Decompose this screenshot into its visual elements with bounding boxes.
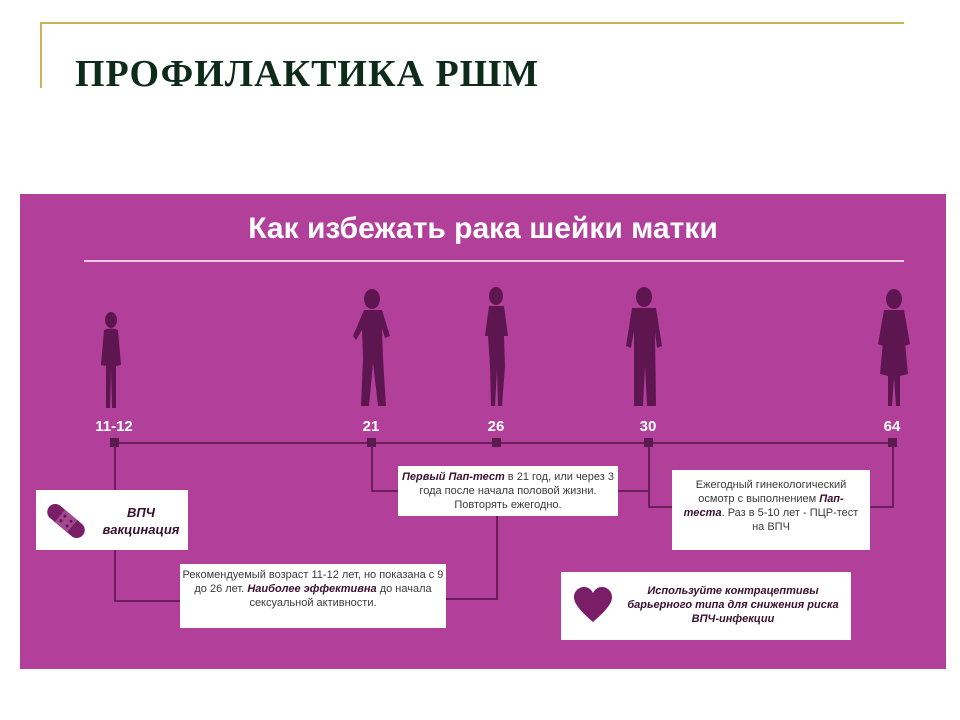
connector-line (892, 446, 894, 508)
contraceptives-text: Используйте контрацептивы барьерного тип… (623, 584, 843, 626)
contraceptives-box: Используйте контрацептивы барьерного тип… (561, 572, 851, 640)
age-label-21: 21 (341, 418, 401, 435)
frame-left-rule (40, 22, 42, 88)
title-divider (84, 260, 904, 262)
girl-silhouette-icon (96, 310, 126, 410)
connector-line (371, 446, 373, 492)
older-woman-silhouette-icon (872, 288, 916, 410)
frame-top-rule (40, 22, 904, 24)
age-label-26: 26 (466, 418, 526, 435)
vaccination-label-line1: ВПЧ (94, 504, 188, 521)
first-pap-test-box: Первый Пап-тест в 21 год, или через 3 го… (398, 466, 618, 516)
connector-line (648, 506, 672, 508)
bandage-icon (42, 498, 90, 548)
slide-title: ПРОФИЛАКТИКА РШМ (75, 52, 539, 96)
woman-silhouette-icon (480, 286, 514, 410)
timeline-axis (114, 442, 894, 444)
timeline-tick (492, 438, 501, 447)
connector-line (371, 490, 399, 492)
vaccination-box: ВПЧ вакцинация (36, 490, 188, 550)
vaccination-label-line2: вакцинация (94, 521, 188, 538)
connector-line (496, 512, 498, 600)
connector-line (648, 446, 650, 508)
connector-line (618, 490, 648, 492)
infographic-title: Как избежать рака шейки матки (20, 212, 946, 246)
infographic-panel: Как избежать рака шейки матки 11-12 (20, 194, 946, 669)
connector-line (446, 598, 498, 600)
woman-30-silhouette-icon (622, 286, 668, 410)
age-label-30: 30 (618, 418, 678, 435)
first-pap-emphasis: Первый Пап-тест (402, 471, 505, 483)
connector-line (870, 506, 894, 508)
annual-exam-box: Ежегодный гинекологический осмотр с выпо… (672, 470, 870, 550)
age-label-11-12: 11-12 (84, 418, 144, 435)
connector-line (114, 600, 180, 602)
age-label-64: 64 (862, 418, 922, 435)
recommended-emphasis: Наиболее эффективна (247, 583, 376, 595)
recommended-age-box: Рекомендуемый возраст 11-12 лет, но пока… (180, 564, 446, 628)
young-woman-silhouette-icon (350, 288, 396, 410)
heart-icon (573, 586, 613, 628)
annual-text-end: . Раз в 5-10 лет - ПЦР-тест на ВПЧ (722, 507, 859, 533)
